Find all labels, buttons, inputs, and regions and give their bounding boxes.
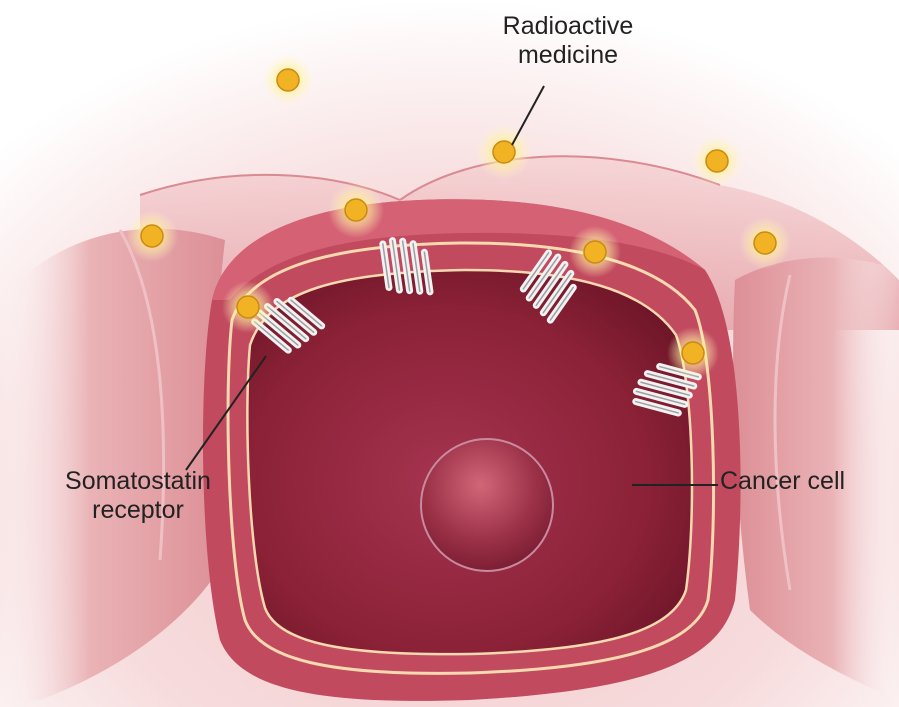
label-cancer-cell: Cancer cell [720, 467, 895, 496]
nucleus [421, 439, 553, 571]
medicine-particle-4 [328, 182, 384, 238]
label-radioactive-line1: Radioactive [468, 12, 668, 41]
medicine-particle-9 [667, 327, 719, 379]
medicine-particle-6 [739, 217, 791, 269]
label-receptor-line1: Somatostatin [28, 467, 248, 496]
medicine-particle-7 [569, 226, 621, 278]
medicine-particle-2 [476, 124, 532, 180]
label-receptor-line2: receptor [28, 496, 248, 525]
label-somatostatin-receptor: Somatostatin receptor [28, 467, 248, 525]
label-radioactive-medicine: Radioactive medicine [468, 12, 668, 70]
label-radioactive-line2: medicine [468, 41, 668, 70]
medicine-particle-1 [262, 54, 314, 106]
medicine-particle-5 [126, 210, 178, 262]
label-cancer-cell-text: Cancer cell [720, 467, 895, 496]
medicine-particle-8 [222, 281, 274, 333]
medicine-particle-3 [691, 135, 743, 187]
